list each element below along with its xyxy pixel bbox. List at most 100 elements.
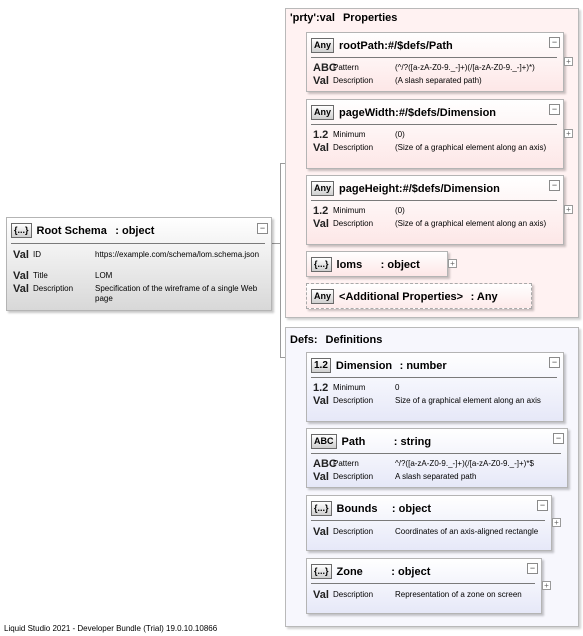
property-ref: #/$defs/Path — [387, 39, 453, 52]
description-row: Val Description A slash separated path — [313, 471, 563, 483]
connector — [280, 357, 286, 358]
expand-icon[interactable]: + — [448, 259, 457, 268]
definition-name: Bounds — [336, 502, 378, 515]
minimum-row: 1.2 Minimum (0) — [313, 205, 558, 217]
val-icon: Val — [313, 142, 329, 154]
root-schema-title: Root Schema — [36, 224, 107, 237]
root-schema-card[interactable]: {...} Root Schema : object − Val ID https… — [6, 217, 272, 311]
group-prefix: Defs: — [290, 334, 318, 346]
property-name: pageHeight — [339, 182, 399, 195]
bounds-def-card[interactable]: {...}Bounds : object − Val Description C… — [306, 495, 552, 551]
property-name: <Additional Properties> — [339, 290, 464, 303]
row-label: Description — [333, 396, 374, 405]
expand-icon[interactable]: + — [552, 518, 561, 527]
row-value: Coordinates of an axis-aligned rectangle — [395, 527, 539, 536]
row-label: Description — [333, 527, 374, 536]
any-badge-icon: Any — [311, 38, 335, 54]
connector — [280, 163, 286, 164]
zone-def-card[interactable]: {...}Zone : object − Val Description Rep… — [306, 558, 542, 614]
divider — [311, 520, 545, 521]
collapse-icon[interactable]: − — [553, 433, 564, 444]
root-title-row: Val Title LOM — [13, 270, 263, 282]
collapse-icon[interactable]: − — [549, 357, 560, 368]
divider — [11, 243, 265, 244]
pattern-row: ABC Pattern ^/?([a-zA-Z0-9._-]+)(/[a-zA-… — [313, 458, 563, 470]
val-icon: Val — [13, 283, 29, 295]
val-icon: Val — [313, 526, 329, 538]
row-value: https://example.com/schema/lom.schema.js… — [95, 250, 260, 259]
group-prefix: 'prty':val — [290, 12, 335, 24]
description-row: Val Description (Size of a graphical ele… — [313, 218, 558, 240]
connector — [272, 243, 280, 244]
footer-status: Liquid Studio 2021 - Developer Bundle (T… — [4, 624, 218, 633]
val-icon: Val — [313, 395, 329, 407]
root-description-row: Val Description Specification of the wir… — [13, 283, 263, 303]
val-icon: Val — [313, 471, 329, 483]
connector — [280, 163, 281, 357]
abc-icon: ABC — [313, 62, 337, 74]
root-id-row: Val ID https://example.com/schema/lom.sc… — [13, 249, 263, 267]
row-label: Pattern — [333, 63, 359, 72]
expand-icon[interactable]: + — [564, 129, 573, 138]
collapse-icon[interactable]: − — [537, 500, 548, 511]
definition-type: : string — [393, 435, 432, 448]
description-row: Val Description Coordinates of an axis-a… — [313, 526, 548, 548]
row-label: Description — [333, 472, 374, 481]
loms-card[interactable]: {...}loms : object — [306, 251, 448, 277]
definition-type: : object — [391, 502, 432, 515]
group-name: Definitions — [325, 334, 383, 346]
row-value: (0) — [395, 130, 405, 139]
row-label: Minimum — [333, 130, 366, 139]
number-badge-icon: 1.2 — [311, 358, 331, 374]
collapse-icon[interactable]: − — [549, 180, 560, 191]
collapse-icon[interactable]: − — [549, 104, 560, 115]
definition-type: : number — [399, 359, 447, 372]
object-badge-icon: {...} — [11, 223, 32, 239]
any-badge-icon: Any — [311, 289, 335, 305]
expand-icon[interactable]: + — [564, 205, 573, 214]
row-label: Description — [333, 590, 374, 599]
object-badge-icon: {...} — [311, 564, 332, 580]
divider — [311, 200, 557, 201]
additional-properties-card[interactable]: Any <Additional Properties> : Any — [306, 283, 532, 309]
definition-type: : object — [391, 565, 431, 578]
property-name: pageWidth — [339, 106, 396, 119]
divider — [311, 57, 557, 58]
abc-icon: ABC — [313, 458, 337, 470]
row-value: (0) — [395, 206, 405, 215]
row-value: LOM — [95, 271, 113, 280]
description-row: Val Description (A slash separated path) — [313, 75, 558, 87]
root-schema-type: : object — [115, 224, 155, 237]
row-value: ^/?([a-zA-Z0-9._-]+)(/[a-zA-Z0-9._-]+)*$ — [395, 459, 534, 468]
property-ref: #/$defs/Dimension — [402, 182, 500, 195]
number-icon: 1.2 — [313, 382, 329, 394]
row-label: ID — [33, 250, 41, 259]
row-label: Title — [33, 271, 48, 280]
property-name: loms — [336, 258, 363, 271]
row-label: Minimum — [333, 206, 366, 215]
row-value: (Size of a graphical element along an ax… — [395, 143, 547, 152]
collapse-icon[interactable]: − — [257, 223, 268, 234]
any-badge-icon: Any — [311, 105, 335, 121]
minimum-row: 1.2 Minimum 0 — [313, 382, 558, 394]
row-value: (Size of a graphical element along an ax… — [395, 219, 547, 228]
object-badge-icon: {...} — [311, 257, 332, 273]
expand-icon[interactable]: + — [542, 581, 551, 590]
collapse-icon[interactable]: − — [549, 37, 560, 48]
row-label: Description — [333, 143, 374, 152]
row-label: Minimum — [333, 383, 366, 392]
collapse-icon[interactable]: − — [527, 563, 538, 574]
expand-icon[interactable]: + — [564, 57, 573, 66]
row-value: Size of a graphical element along an axi… — [395, 396, 541, 405]
property-type: : Any — [470, 290, 498, 303]
pattern-row: ABC Pattern (^/?([a-zA-Z0-9._-]+)(/[a-zA… — [313, 62, 558, 74]
divider — [311, 377, 557, 378]
description-row: Val Description Size of a graphical elem… — [313, 395, 558, 417]
row-label: Description — [33, 284, 74, 293]
